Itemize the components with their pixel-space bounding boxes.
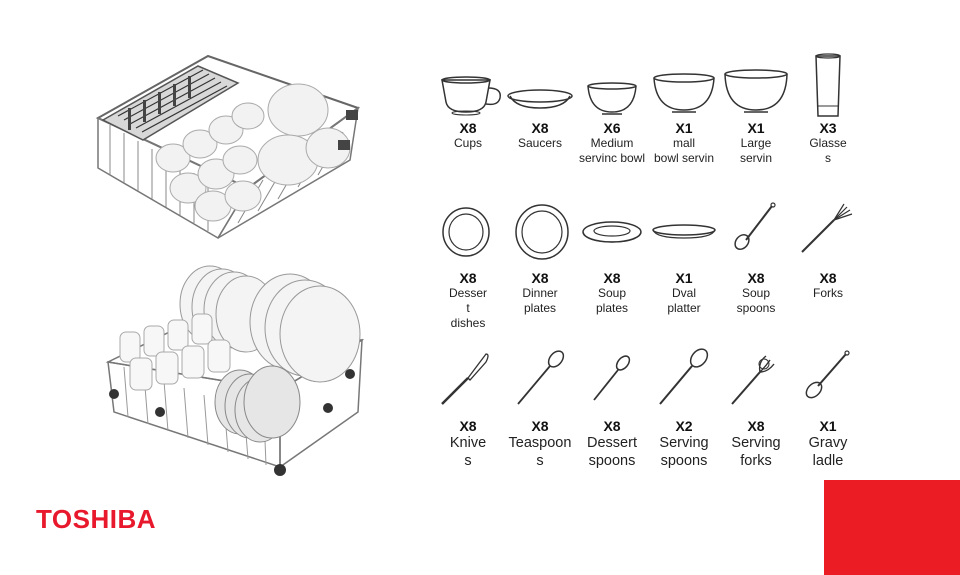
item-small-serving-bowl: X1 mall bowl servin: [648, 50, 720, 166]
item-label: Forks: [813, 286, 843, 300]
soup-plate-icon: [582, 221, 642, 243]
lower-rack-illustration: [100, 262, 368, 478]
item-qty: X8: [603, 270, 621, 286]
item-dessert-dishes: X8 Desser t dishes: [432, 200, 504, 331]
item-medium-bowl: X6 Medium servinc bowl: [576, 50, 648, 166]
serving-spoon-icon: [659, 348, 709, 405]
dessert-dish-icon: [442, 207, 490, 257]
item-soup-spoons: X8 Soup spoons: [720, 200, 792, 316]
item-qty: X8: [459, 270, 477, 286]
item-qty: X8: [603, 418, 621, 434]
item-qty: X8: [819, 270, 837, 286]
brand-logo: TOSHIBA: [36, 504, 157, 534]
oval-platter-icon: [652, 224, 716, 239]
item-qty: X1: [675, 120, 693, 136]
item-dinner-plates: X8 Dinner plates: [504, 200, 576, 316]
item-soup-plates: X8 Soup plates: [576, 200, 648, 316]
item-label: Knive s: [449, 435, 487, 469]
small-bowl-icon: [653, 73, 715, 113]
item-label: Gravy ladle: [808, 435, 848, 469]
soup-ladle-icon: [734, 202, 776, 250]
saucer-icon: [507, 89, 573, 109]
item-label: Cups: [453, 136, 482, 150]
item-qty: X8: [459, 120, 477, 136]
item-glasses: X3 Glasse s: [792, 50, 864, 166]
item-dessert-spoons: X8 Dessert spoons: [576, 348, 648, 470]
item-label: Saucers: [517, 136, 563, 150]
item-saucers: X8 Saucers: [504, 50, 576, 151]
item-label: Soup spoons: [736, 286, 776, 315]
item-qty: X1: [675, 270, 693, 286]
fork-icon: [801, 203, 853, 253]
dessert-spoon-icon: [593, 355, 631, 401]
item-qty: X3: [819, 120, 837, 136]
item-qty: X8: [459, 418, 477, 434]
item-qty: X8: [531, 120, 549, 136]
item-label: Serving forks: [731, 435, 781, 469]
glass-icon: [815, 53, 841, 117]
item-oval-platter: X1 Dval platter: [648, 200, 720, 316]
item-label: Dessert spoons: [587, 435, 637, 469]
item-teaspoons: X8 Teaspoon s: [504, 348, 576, 470]
item-qty: X8: [747, 270, 765, 286]
item-label: Dinner plates: [522, 286, 558, 315]
item-qty: X1: [819, 418, 837, 434]
dishware-grid: X8 Cups X8 Saucers X6 Medium servinc bow…: [432, 50, 864, 480]
large-bowl-icon: [724, 69, 788, 113]
item-label: Large servin: [739, 136, 772, 165]
serving-fork-icon: [731, 355, 775, 405]
item-qty: X2: [675, 418, 693, 434]
item-label: Teaspoon s: [508, 435, 572, 469]
item-qty: X8: [747, 418, 765, 434]
item-label: Desser t dishes: [448, 286, 487, 330]
knife-icon: [441, 353, 489, 405]
item-qty: X6: [603, 120, 621, 136]
item-label: mall bowl servin: [653, 136, 715, 165]
teaspoon-icon: [517, 350, 565, 405]
item-cups: X8 Cups: [432, 50, 504, 151]
item-qty: X1: [747, 120, 765, 136]
item-gravy-ladle: X1 Gravy ladle: [792, 348, 864, 470]
item-serving-forks: X8 Serving forks: [720, 348, 792, 470]
item-label: Medium servinc bowl: [578, 136, 646, 165]
item-label: Glasse s: [809, 136, 847, 165]
item-qty: X8: [531, 418, 549, 434]
item-serving-spoons: X2 Serving spoons: [648, 348, 720, 470]
item-label: Soup plates: [595, 286, 629, 315]
item-label: Dval platter: [667, 286, 701, 315]
dinner-plate-icon: [515, 204, 569, 260]
brand-accent-block: [824, 480, 960, 575]
upper-rack-illustration: [88, 48, 373, 243]
item-label: Serving spoons: [659, 435, 709, 469]
medium-bowl-icon: [587, 82, 637, 115]
item-large-serving-bowl: X1 Large servin: [720, 50, 792, 166]
item-forks: X8 Forks: [792, 200, 864, 301]
item-knives: X8 Knive s: [432, 348, 504, 470]
cup-icon: [441, 76, 501, 116]
item-qty: X8: [531, 270, 549, 286]
gravy-ladle-icon: [805, 350, 850, 399]
